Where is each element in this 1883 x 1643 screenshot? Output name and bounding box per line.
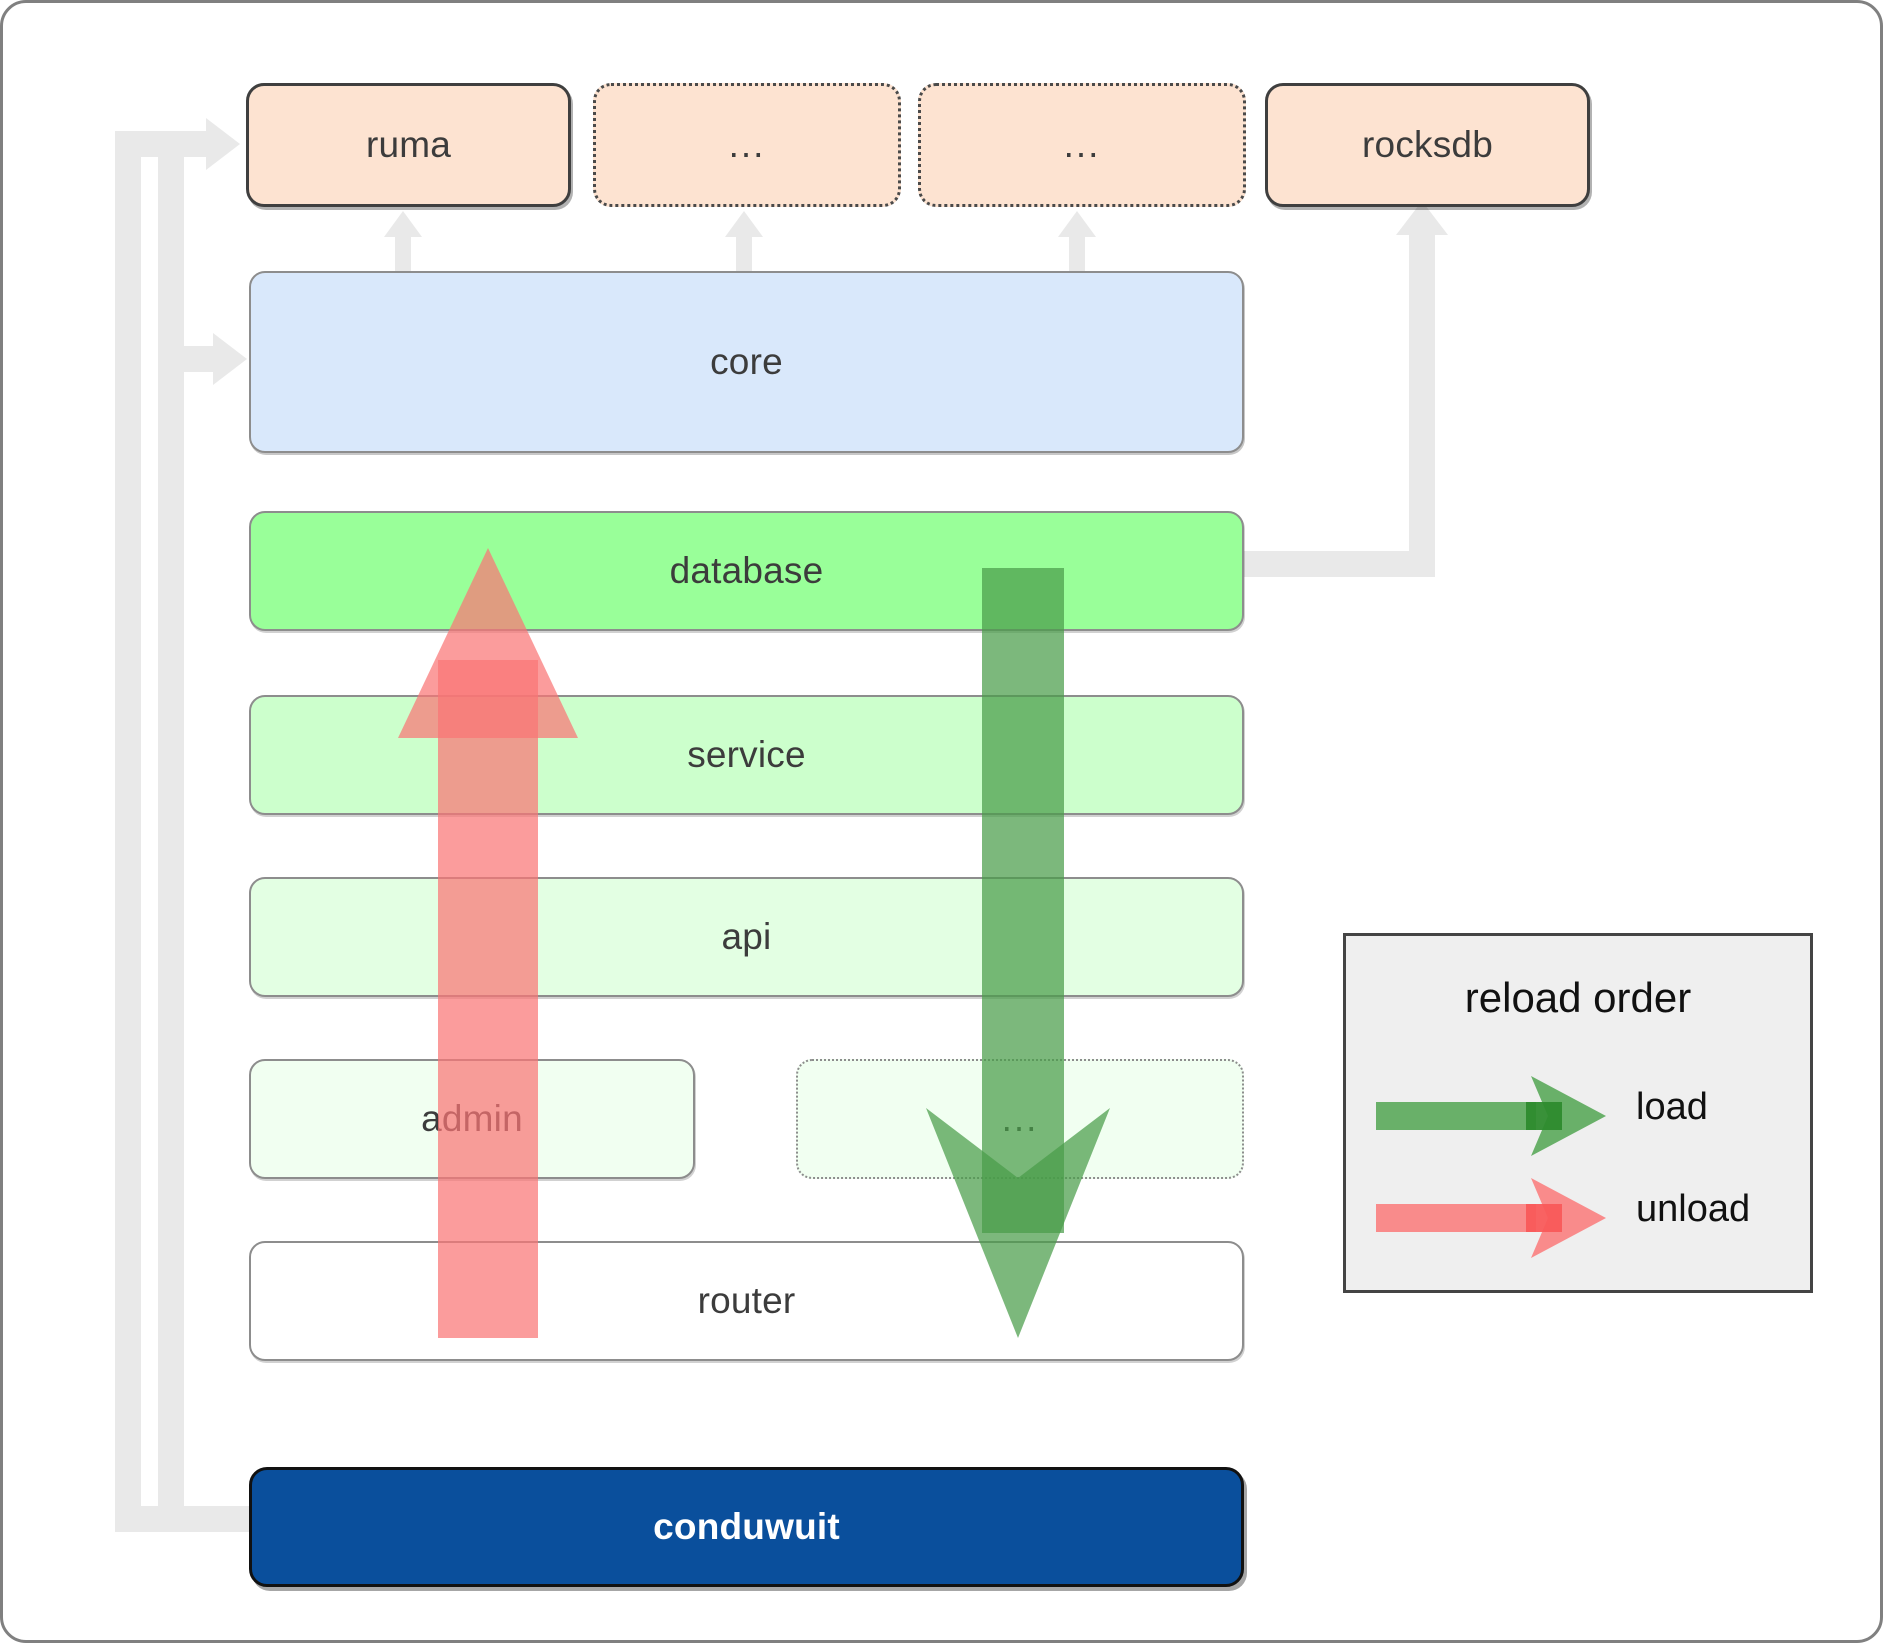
crate-service-label: service <box>687 734 806 775</box>
dependency-ruma[interactable]: ruma <box>246 83 571 207</box>
tick-core-to-dep3 <box>1058 211 1096 271</box>
wire-left-spine-vertical <box>115 131 141 1532</box>
dependency-placeholder-1[interactable]: ... <box>593 83 901 207</box>
crate-api[interactable]: api <box>249 877 1244 997</box>
crate-api-label: api <box>721 916 772 957</box>
legend-title: reload order <box>1464 974 1692 1021</box>
crate-router-label: router <box>697 1280 796 1321</box>
legend-arrow-unload <box>1376 1178 1606 1258</box>
wire-left-spine-bottom <box>115 1506 260 1532</box>
wire-rocksdb-horizontal <box>1243 551 1423 577</box>
dependency-placeholder-1-label: ... <box>728 124 766 165</box>
binary-conduwuit[interactable]: conduwuit <box>249 1467 1244 1587</box>
crate-core-label: core <box>710 341 783 382</box>
wire-branch-core-vertical <box>158 131 184 1506</box>
dependency-placeholder-2[interactable]: ... <box>918 83 1246 207</box>
crate-database-label: database <box>669 550 824 591</box>
crate-service[interactable]: service <box>249 695 1244 815</box>
dependency-ruma-label: ruma <box>365 124 452 165</box>
crate-admin[interactable]: admin <box>249 1059 695 1179</box>
legend-arrow-load <box>1376 1076 1606 1156</box>
dependency-placeholder-2-label: ... <box>1063 124 1101 165</box>
dependency-rocksdb-label: rocksdb <box>1362 124 1493 165</box>
legend-reload-order: reload order load unload <box>1343 933 1813 1293</box>
dependency-rocksdb[interactable]: rocksdb <box>1265 83 1590 207</box>
binary-conduwuit-label: conduwuit <box>653 1506 840 1547</box>
tick-core-to-dep2 <box>725 211 763 271</box>
crate-placeholder[interactable]: ... <box>796 1059 1244 1179</box>
wire-branch-ruma-arrowhead <box>206 118 240 170</box>
crate-placeholder-label: ... <box>1001 1098 1039 1139</box>
crate-core[interactable]: core <box>249 271 1244 453</box>
wire-branch-core-arrowhead <box>213 333 247 385</box>
tick-core-to-ruma <box>384 211 422 271</box>
wire-rocksdb-vertical <box>1409 223 1435 577</box>
legend-label-load: load <box>1636 1086 1708 1128</box>
legend-label-unload: unload <box>1636 1188 1751 1230</box>
crate-admin-label: admin <box>421 1098 523 1139</box>
crate-router[interactable]: router <box>249 1241 1244 1361</box>
crate-database[interactable]: database <box>249 511 1244 631</box>
